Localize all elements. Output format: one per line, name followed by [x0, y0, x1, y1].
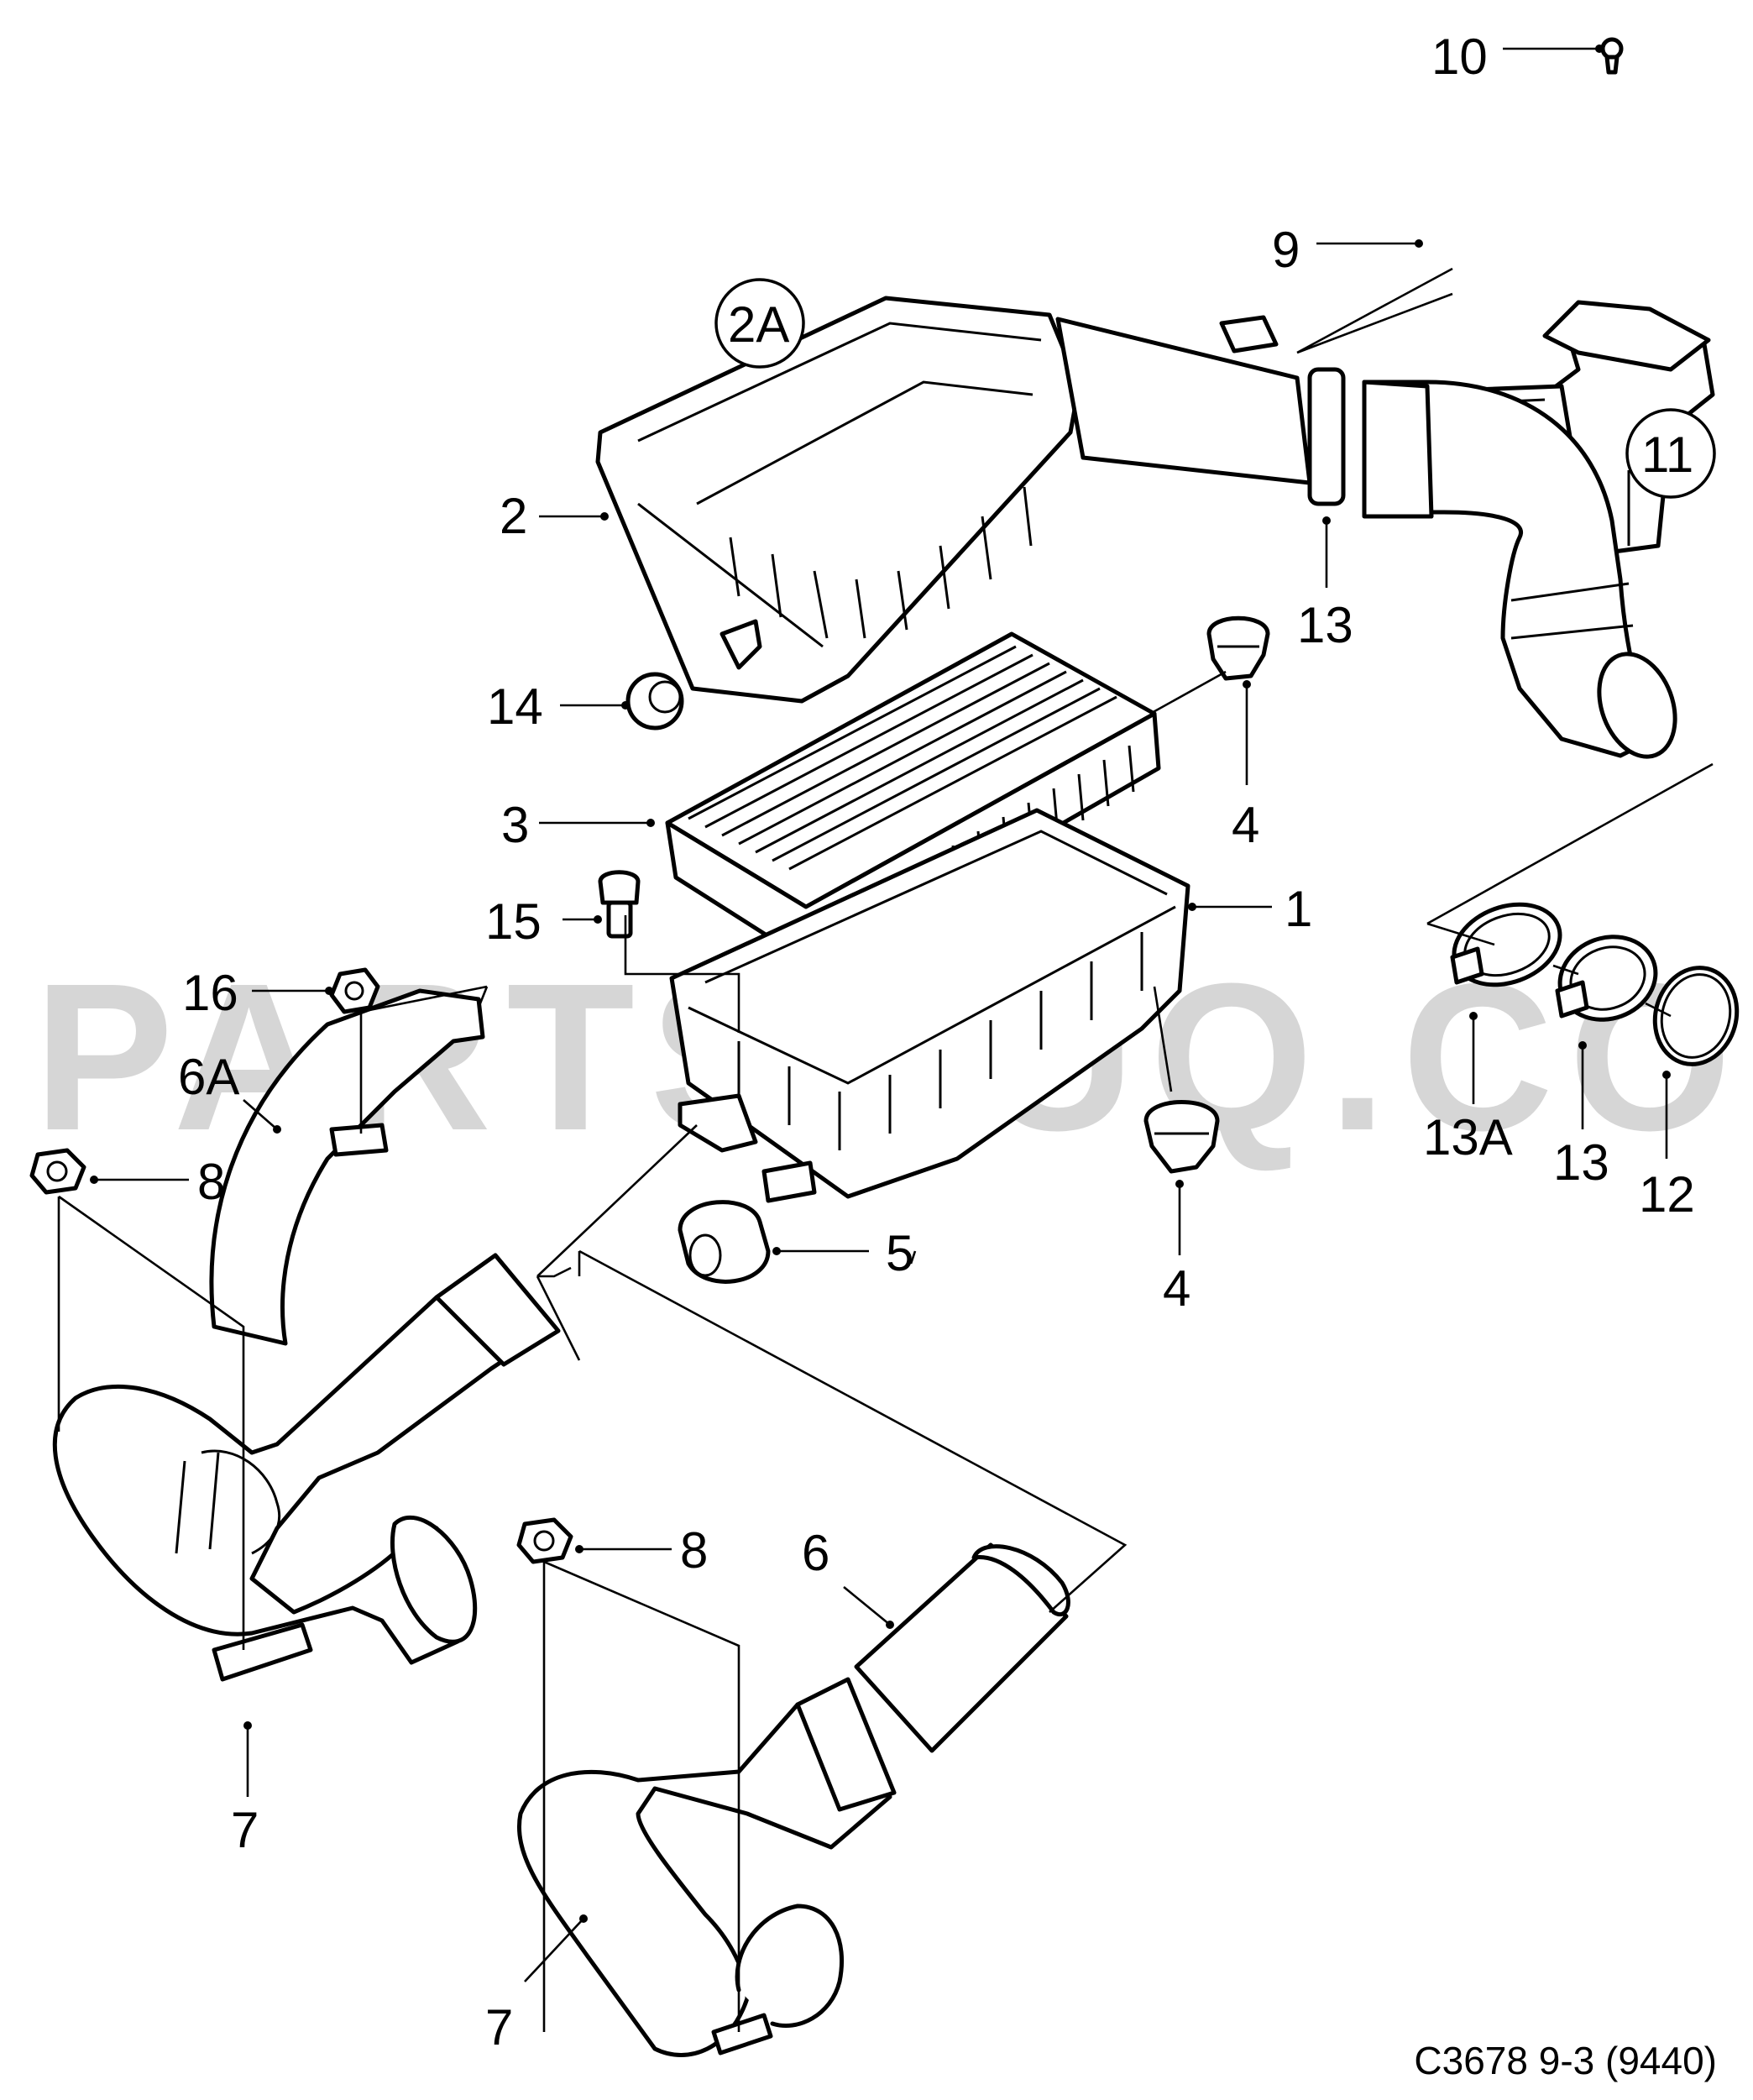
- callout-11[interactable]: 11: [1641, 427, 1693, 483]
- air-filter-lid[interactable]: [595, 296, 1312, 704]
- callout-12[interactable]: 12: [1639, 1166, 1695, 1223]
- callout-7-lower[interactable]: 7: [485, 1999, 513, 2055]
- air-filter-housing[interactable]: [669, 808, 1190, 1203]
- callout-6A[interactable]: 6A: [178, 1049, 239, 1105]
- callout-7-left[interactable]: 7: [231, 1802, 259, 1858]
- intake-duct-7-lower[interactable]: [517, 1677, 897, 2057]
- callout-5[interactable]: 5: [886, 1225, 913, 1281]
- callout-10[interactable]: 10: [1431, 29, 1488, 85]
- hose-clamp-13A[interactable]: [1443, 890, 1572, 998]
- callout-3[interactable]: 3: [501, 797, 529, 853]
- callout-4-upper[interactable]: 4: [1232, 797, 1259, 853]
- callout-2A[interactable]: 2A: [728, 296, 789, 353]
- callout-4-lower[interactable]: 4: [1163, 1260, 1190, 1317]
- callout-14[interactable]: 14: [487, 678, 543, 735]
- callout-13-upper[interactable]: 13: [1297, 597, 1353, 653]
- seal-ring-13-upper[interactable]: [1307, 367, 1346, 506]
- callout-9[interactable]: 9: [1272, 222, 1300, 278]
- screw-10[interactable]: [1600, 37, 1624, 75]
- diagram-code: C3678 9-3 (9440): [1414, 2039, 1717, 2082]
- callout-circle-2A: [714, 278, 805, 369]
- callout-2[interactable]: 2: [500, 488, 527, 544]
- grommet-4-upper[interactable]: [1206, 615, 1270, 681]
- callout-8-lower[interactable]: 8: [680, 1522, 708, 1579]
- leader-lines: [90, 45, 1671, 1982]
- bung-14[interactable]: [625, 619, 762, 731]
- callout-labels: 10 9 2A 11 2 13 14 4 3 1 15 16 6A 13A 13…: [178, 29, 1695, 2055]
- callout-15[interactable]: 15: [485, 893, 542, 950]
- callout-13-lower[interactable]: 13: [1553, 1134, 1609, 1191]
- intake-duct-7-left[interactable]: [52, 1253, 561, 1682]
- intake-hose-6[interactable]: [854, 1542, 1070, 1753]
- nut-8-left[interactable]: [29, 1148, 86, 1195]
- callout-13A[interactable]: 13A: [1423, 1109, 1513, 1165]
- callout-16[interactable]: 16: [182, 965, 238, 1021]
- grommet-4-lower[interactable]: [1143, 1100, 1220, 1174]
- callout-6[interactable]: 6: [802, 1525, 829, 1581]
- callout-1[interactable]: 1: [1285, 881, 1312, 937]
- bolt-15[interactable]: [598, 870, 641, 939]
- group-lines: [57, 267, 1714, 2032]
- nut-16[interactable]: [329, 967, 380, 1014]
- hose-clamp-13-lower[interactable]: [1548, 924, 1667, 1033]
- intake-hose[interactable]: [1362, 380, 1677, 759]
- plug-5[interactable]: [678, 1200, 771, 1284]
- callout-circle-11: [1625, 408, 1716, 499]
- callout-8-left[interactable]: 8: [197, 1154, 225, 1210]
- o-ring-12[interactable]: [1645, 959, 1748, 1074]
- nut-8-lower[interactable]: [516, 1517, 573, 1564]
